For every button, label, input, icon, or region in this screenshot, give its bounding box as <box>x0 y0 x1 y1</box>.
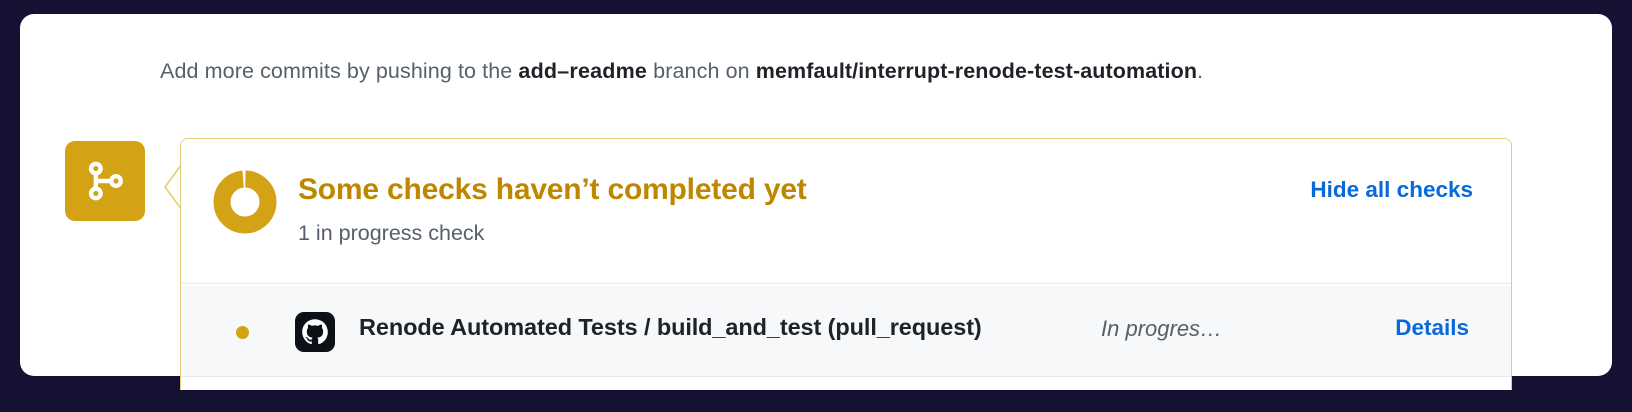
commit-hint-prefix: Add more commits by pushing to the <box>160 59 519 83</box>
branch-name: add–readme <box>518 59 648 83</box>
repository-name: memfault/interrupt-renode-test-automatio… <box>755 59 1198 83</box>
branch-status-badge <box>65 141 145 221</box>
commit-hint: Add more commits by pushing to the add–r… <box>160 56 1203 86</box>
commit-hint-suffix: . <box>1197 59 1204 83</box>
checks-subtitle: 1 in progress check <box>298 221 485 245</box>
hide-all-checks-link[interactable]: Hide all checks <box>1310 177 1473 202</box>
status-dot-pending-icon <box>236 325 249 339</box>
check-row[interactable]: Renode Automated Tests / build_and_test … <box>181 285 1511 377</box>
checks-panel: Some checks haven’t completed yet 1 in p… <box>180 138 1512 390</box>
checks-title: Some checks haven’t completed yet <box>298 173 807 206</box>
github-actions-icon <box>295 311 335 352</box>
check-details-link[interactable]: Details <box>1395 314 1469 340</box>
in-progress-ring-icon <box>213 170 277 234</box>
commit-hint-middle: branch on <box>647 59 756 83</box>
check-name: Renode Automated Tests / build_and_test … <box>359 313 982 340</box>
git-branch-icon <box>83 159 127 203</box>
check-status-text: In progres… <box>1101 315 1223 341</box>
checks-header: Some checks haven’t completed yet 1 in p… <box>181 139 1511 284</box>
page-card: Add more commits by pushing to the add–r… <box>20 14 1612 390</box>
check-row-next-partial <box>181 377 1511 390</box>
